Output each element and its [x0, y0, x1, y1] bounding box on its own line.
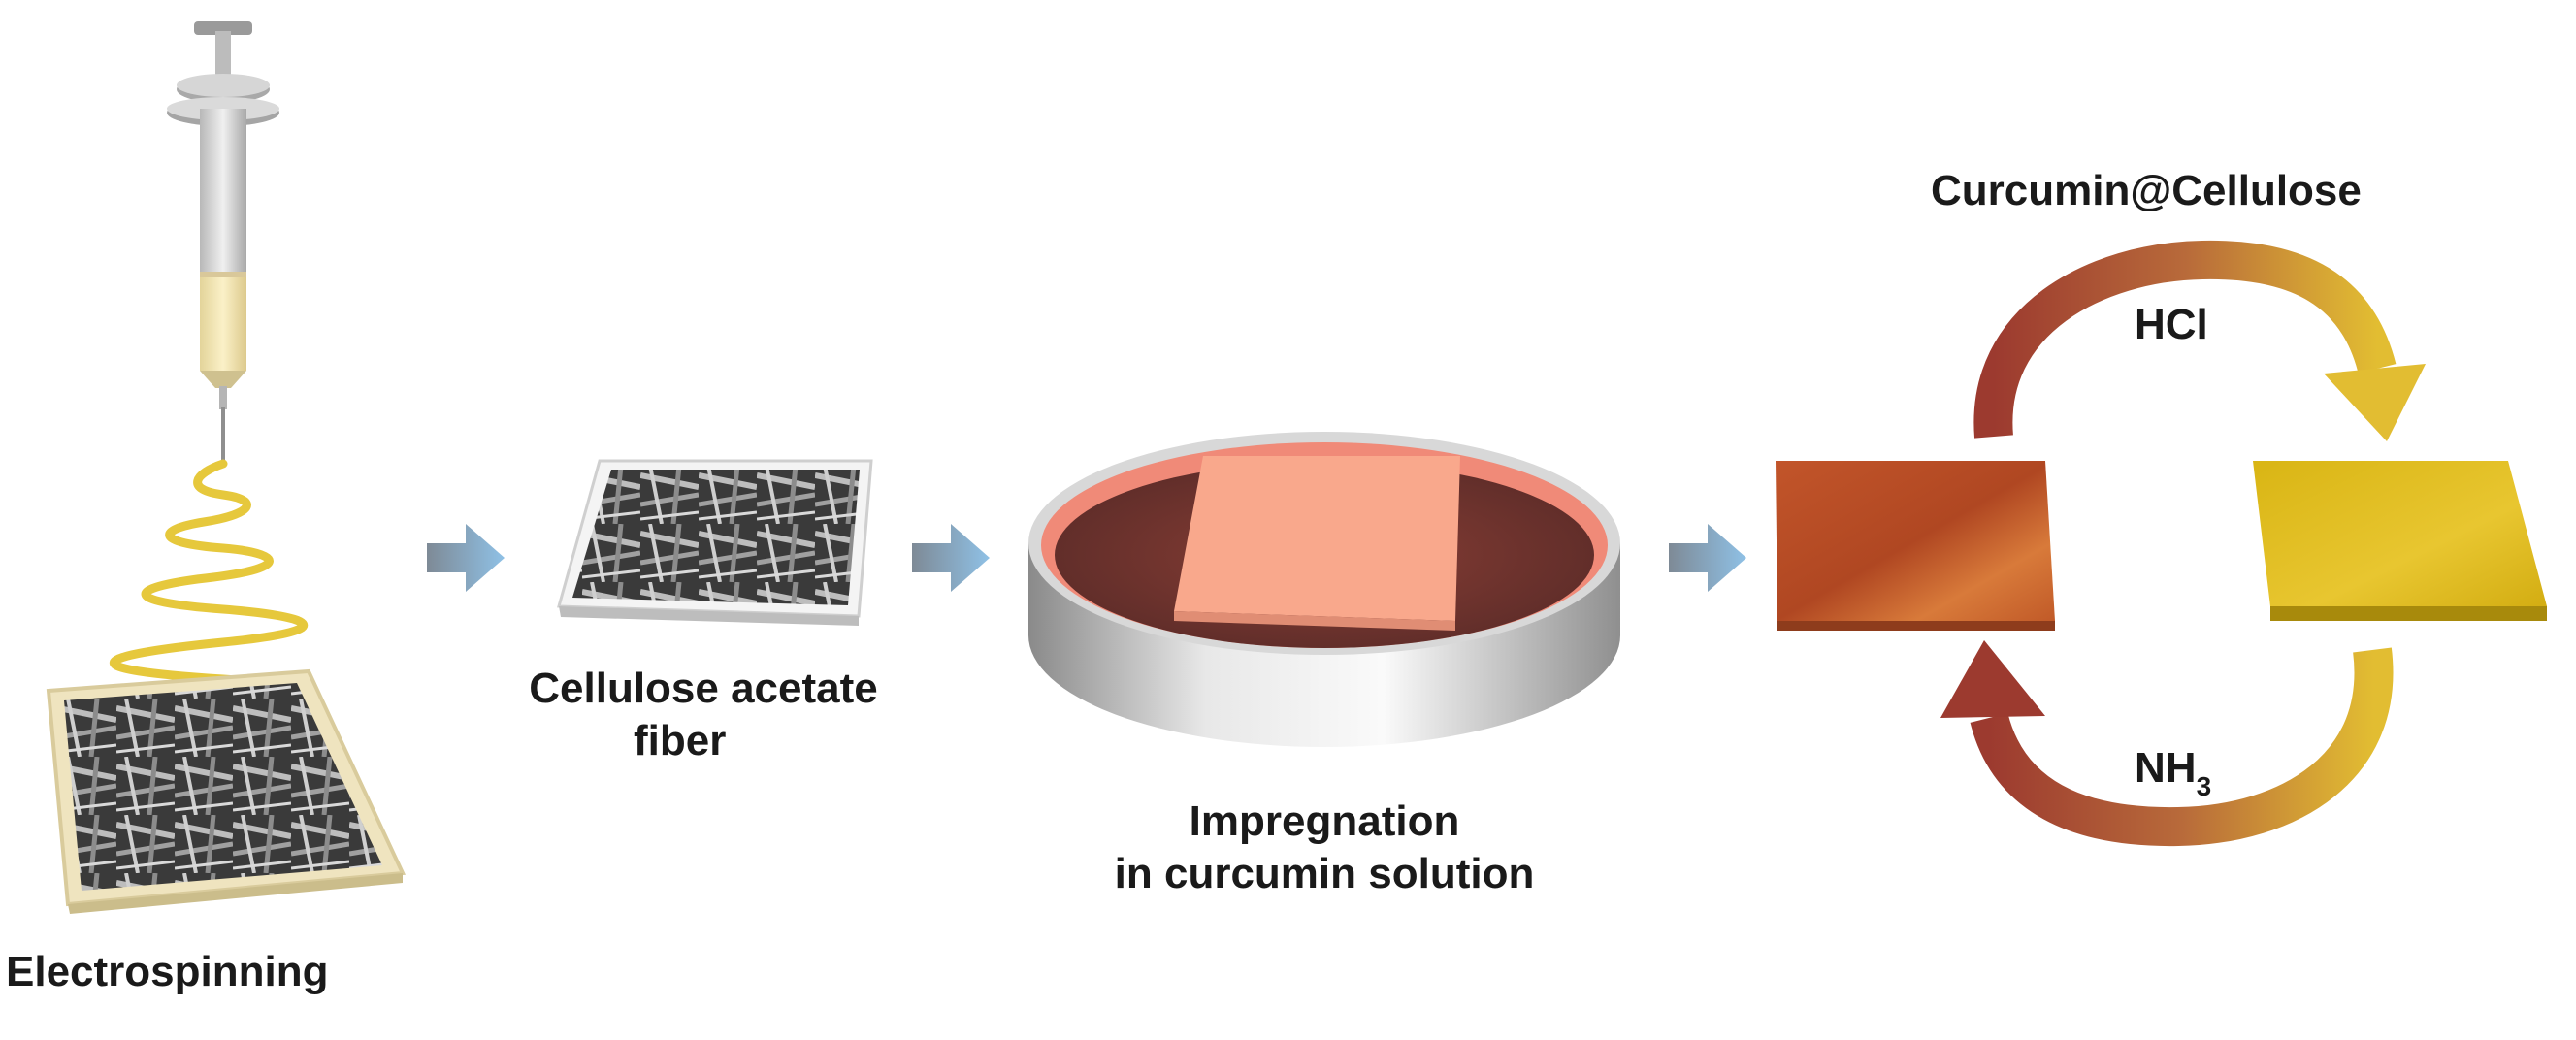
process-arrow-2: [912, 524, 990, 592]
syringe: [167, 21, 279, 466]
process-arrow-3: [1669, 524, 1746, 592]
label-cellulose-line2: fiber: [634, 717, 727, 764]
label-impregnation-line2: in curcumin solution: [1114, 850, 1535, 897]
label-electrospinning: Electrospinning: [6, 948, 329, 995]
label-impregnation: Impregnation in curcumin solution: [1048, 796, 1601, 900]
label-nh3: NH3: [2135, 742, 2211, 809]
label-cellulose-acetate: Cellulose acetate fiber: [490, 663, 917, 767]
collector-plate: [46, 668, 407, 914]
yellow-sheet: [2253, 461, 2547, 621]
orange-sheet: [1776, 461, 2055, 631]
hcl-arrow: [1973, 240, 2426, 441]
petri-dish: [1028, 432, 1620, 747]
fiber-mat: [557, 459, 873, 626]
label-hcl: HCl: [2135, 301, 2208, 348]
nh3-arrow: [1940, 640, 2394, 847]
label-cellulose-line1: Cellulose acetate: [529, 665, 878, 712]
label-nh3-subscript: 3: [2196, 770, 2212, 801]
label-product-title: Curcumin@Cellulose: [1931, 167, 2362, 214]
process-arrow-1: [427, 524, 505, 592]
label-nh3-main: NH: [2135, 744, 2197, 792]
label-impregnation-line1: Impregnation: [1189, 797, 1460, 845]
